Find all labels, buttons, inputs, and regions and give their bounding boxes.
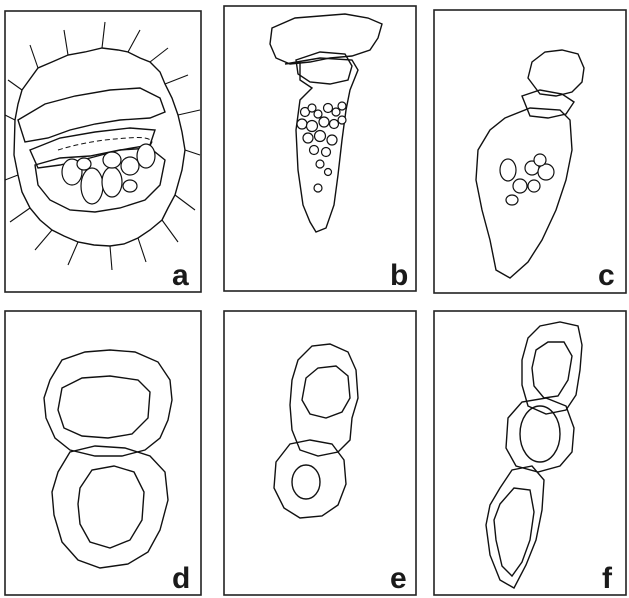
panel-f: f <box>434 311 626 595</box>
panel-f-frame <box>434 311 626 595</box>
panel-d-label: d <box>172 562 190 595</box>
panel-b-frame <box>224 6 416 291</box>
panel-b-label: b <box>390 259 408 292</box>
panel-e-label: e <box>390 562 407 595</box>
panel-a-frame <box>5 11 201 292</box>
panel-c-label: c <box>598 259 615 292</box>
panel-c: c <box>434 10 626 293</box>
panel-e-frame <box>224 311 416 595</box>
panel-b: b <box>224 6 416 292</box>
panel-a: a <box>5 11 201 292</box>
panel-a-label: a <box>172 259 189 292</box>
panel-d-frame <box>5 311 201 595</box>
panel-c-frame <box>434 10 626 293</box>
panel-e: e <box>224 311 416 595</box>
panel-d: d <box>5 311 201 595</box>
panel-f-label: f <box>602 562 613 595</box>
